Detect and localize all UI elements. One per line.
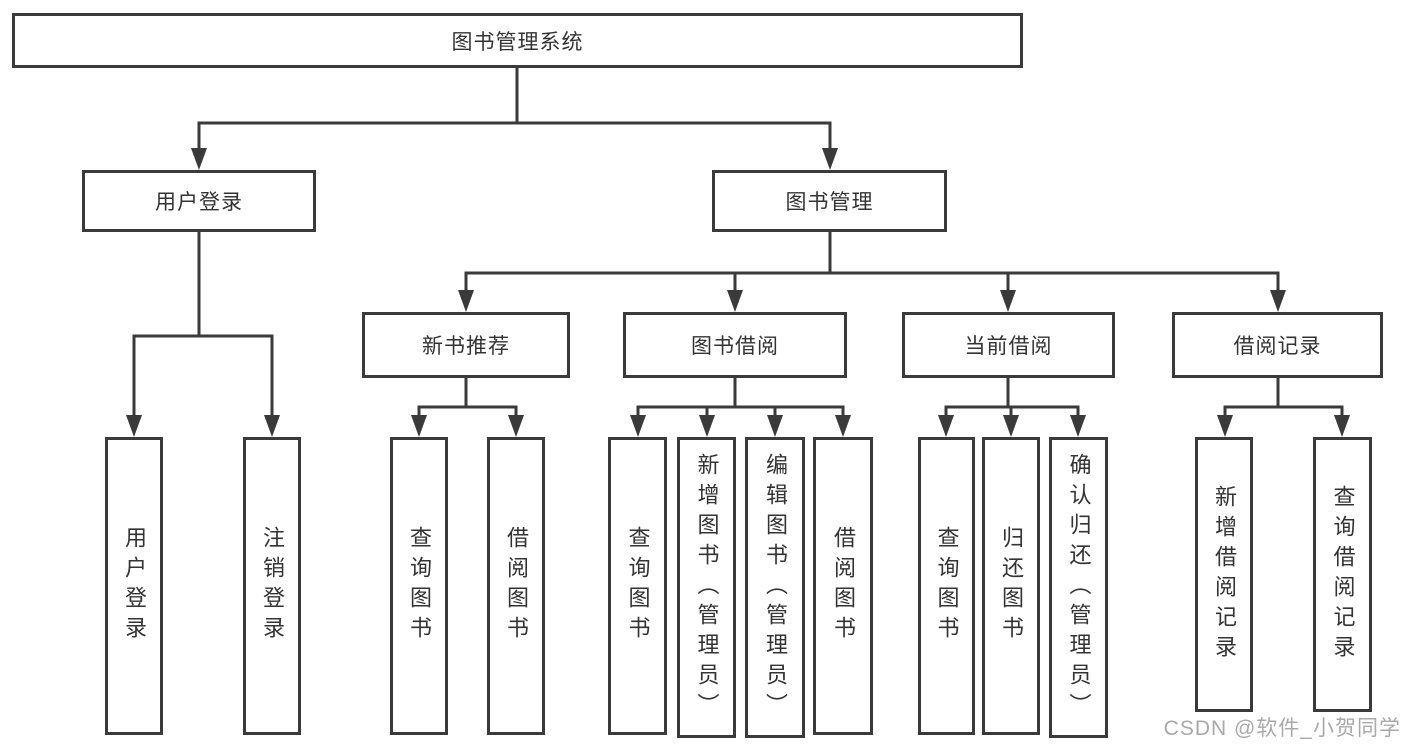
leaf-records-query: 查询借阅记录 (1313, 437, 1372, 712)
arrowheads-level2 (191, 148, 838, 170)
leaf-borrow-edit-admin: 编辑图书（管理员） (745, 437, 805, 738)
leaf-user-login: 用户登录 (105, 437, 163, 735)
node-book-borrow: 图书借阅 (623, 312, 847, 378)
leaf-borrow-add-admin: 新增图书（管理员） (677, 437, 736, 738)
node-new-book-recommend: 新书推荐 (362, 312, 570, 378)
leaf-current-query: 查询图书 (918, 437, 975, 735)
leaf-borrow-borrow: 借阅图书 (813, 437, 873, 735)
leaf-current-confirm-admin: 确认归还（管理员） (1049, 437, 1108, 738)
node-book-management: 图书管理 (712, 170, 947, 232)
leaf-borrow-query: 查询图书 (608, 437, 667, 735)
branch-newbook-leaves (417, 378, 518, 419)
node-current-borrow: 当前借阅 (902, 312, 1115, 378)
leaf-newbook-query: 查询图书 (390, 437, 448, 735)
leaf-newbook-borrow: 借阅图书 (487, 437, 545, 735)
arrowheads-level3 (458, 290, 1286, 312)
branch-bookmgmt-to-level3 (464, 232, 1280, 294)
branch-current-leaves (944, 378, 1080, 419)
leaf-records-add: 新增借阅记录 (1195, 437, 1253, 712)
node-root: 图书管理系统 (12, 13, 1023, 68)
branch-records-leaves (1223, 378, 1344, 419)
branch-borrow-leaves (636, 378, 845, 419)
watermark: CSDN @软件_小贺同学 (1163, 717, 1401, 740)
branch-root-to-level2 (197, 68, 832, 152)
leaf-current-return: 归还图书 (982, 437, 1040, 735)
node-borrow-records: 借阅记录 (1172, 312, 1383, 378)
arrowheads-leaves (126, 415, 1350, 437)
node-user-login: 用户登录 (82, 170, 316, 232)
branch-userlogin-leaves (132, 232, 274, 419)
leaf-logout: 注销登录 (243, 437, 301, 735)
